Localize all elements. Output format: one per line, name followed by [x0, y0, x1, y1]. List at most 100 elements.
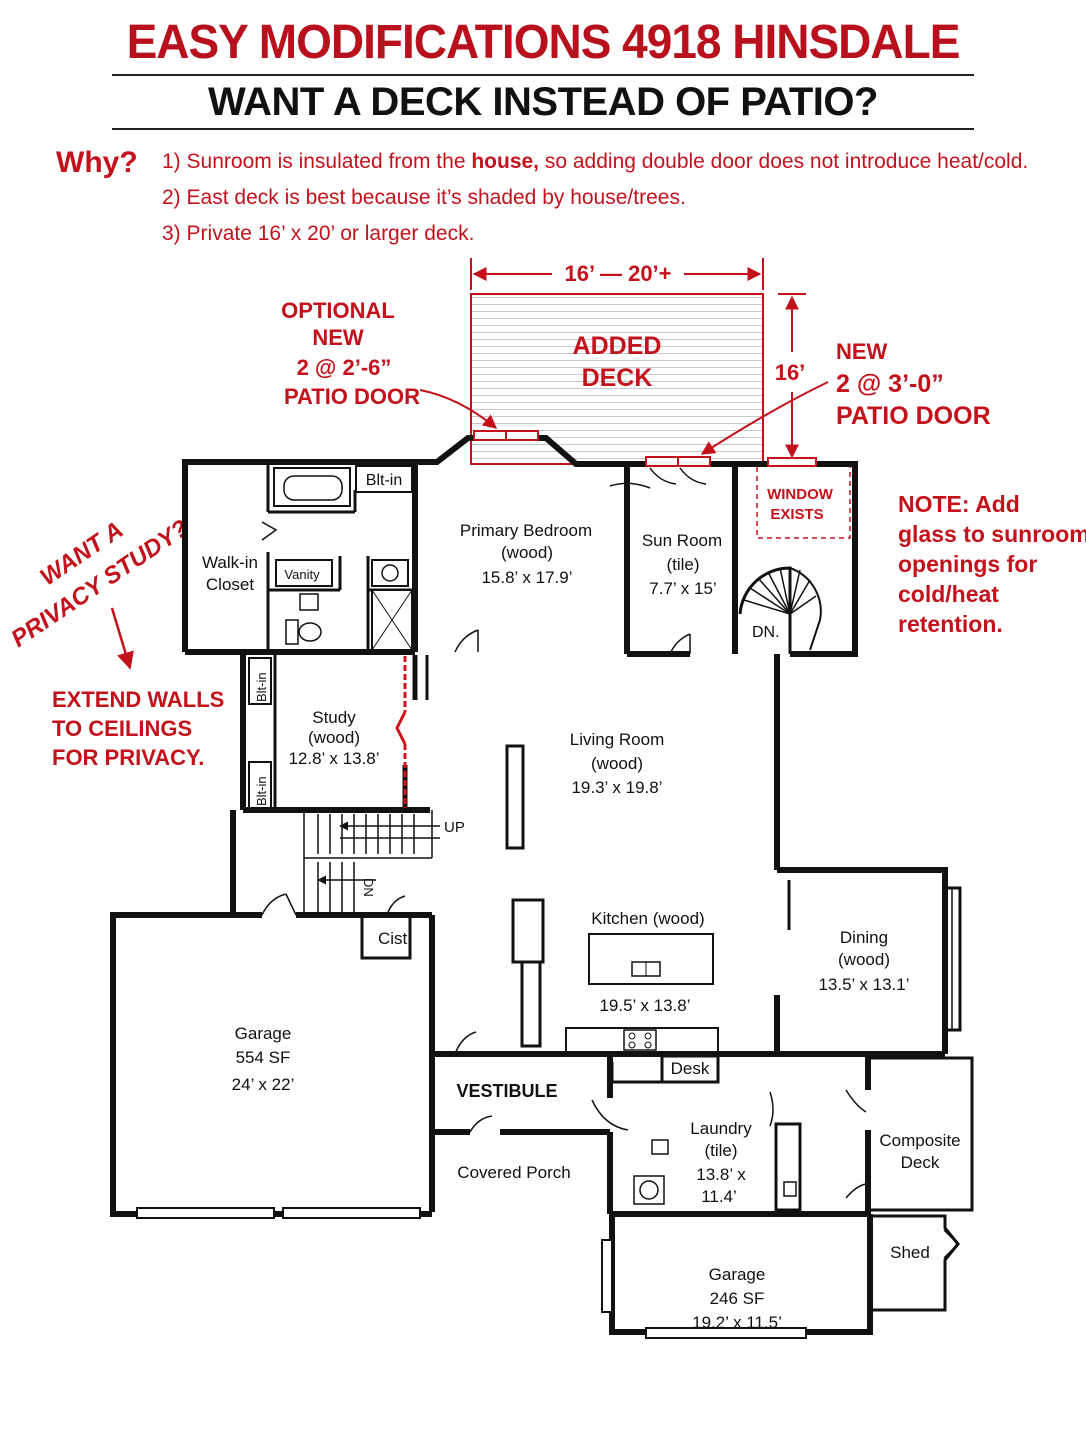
- composite-deck-line-1: Composite: [879, 1131, 960, 1150]
- deck-width-dimension: 16’ — 20’+: [470, 258, 764, 290]
- window-exists-callout: WINDOW EXISTS: [756, 465, 851, 539]
- reason-2: 2) East deck is best because it’s shaded…: [162, 186, 686, 210]
- reason-1-text-end: so adding double door does not introduce…: [539, 150, 1029, 173]
- desk-label: Desk: [671, 1059, 710, 1078]
- extend-line-2: TO CEILINGS: [52, 716, 192, 741]
- note-line-1: NOTE: Add: [898, 491, 1020, 517]
- walk-in-closet-line-1: Walk-in: [202, 553, 258, 572]
- sun-room-size: 7.7’ x 15’: [649, 579, 716, 598]
- note-line-3: openings for: [898, 551, 1037, 577]
- new-door-callout: NEW 2 @ 3’-0” PATIO DOOR: [836, 339, 991, 430]
- laundry-size-2: 11.4’: [701, 1187, 737, 1206]
- deck-label-2: DECK: [582, 364, 653, 392]
- dining-floor: (wood): [838, 950, 890, 969]
- kitchen-size: 19.5’ x 13.8’: [599, 996, 690, 1015]
- spiral-stair: DN.: [738, 566, 822, 654]
- deck-depth-label: 16’: [775, 360, 806, 385]
- sun-room-name: Sun Room: [642, 531, 722, 550]
- kitchen-fixtures: [565, 933, 719, 1053]
- door-swings: [261, 482, 960, 1259]
- extend-line-1: EXTEND WALLS: [52, 687, 224, 712]
- reason-3: 3) Private 16’ x 20’ or larger deck.: [162, 222, 474, 246]
- study-size: 12.8’ x 13.8’: [288, 749, 379, 768]
- window-exists-line-2: EXISTS: [770, 506, 823, 523]
- extend-walls-callout: EXTEND WALLS TO CEILINGS FOR PRIVACY.: [52, 687, 224, 770]
- closet-label: Cist.: [378, 929, 412, 948]
- study-builtin-1-label: Blt-in: [254, 672, 269, 702]
- reason-3-number: 3): [162, 222, 181, 245]
- main-garage-size: 24’ x 22’: [232, 1075, 295, 1094]
- living-room-name: Living Room: [570, 730, 665, 749]
- study-builtins: Blt-in Blt-in: [248, 657, 272, 809]
- optional-door-line-3: 2 @ 2’-6”: [297, 355, 392, 380]
- window-exists-line-1: WINDOW: [767, 486, 834, 503]
- note-line-5: retention.: [898, 611, 1003, 637]
- dining-name: Dining: [840, 928, 888, 947]
- walk-in-closet-line-2: Closet: [206, 575, 254, 594]
- privacy-arrow: [110, 607, 134, 670]
- optional-door-line-4: PATIO DOOR: [284, 384, 420, 409]
- primary-bedroom-floor: (wood): [501, 543, 553, 562]
- new-door-line-1: NEW: [836, 339, 888, 364]
- reason-1: 1) Sunroom is insulated from the house, …: [162, 150, 1028, 174]
- main-garage-name: Garage: [235, 1024, 292, 1043]
- study-floor: (wood): [308, 728, 360, 747]
- small-garage-name: Garage: [709, 1265, 766, 1284]
- small-garage-area: 246 SF: [710, 1289, 765, 1308]
- shed-label: Shed: [890, 1243, 930, 1262]
- privacy-study-callout: WANT A PRIVACY STUDY?: [6, 514, 193, 652]
- study-builtin-2-label: Blt-in: [254, 776, 269, 806]
- study-name: Study: [312, 708, 356, 727]
- new-door-line-2: 2 @ 3’-0”: [836, 370, 944, 398]
- optional-door-line-2: NEW: [312, 325, 364, 350]
- stairs-up-label: UP: [444, 819, 465, 836]
- patio-doors: [473, 430, 817, 467]
- kitchen-name: Kitchen (wood): [591, 909, 704, 928]
- living-room-size: 19.3’ x 19.8’: [571, 778, 662, 797]
- reason-1-text: Sunroom is insulated from the: [186, 150, 472, 173]
- room-labels: Primary Bedroom (wood) 15.8’ x 17.9’ Sun…: [202, 521, 961, 1332]
- note-line-2: glass to sunroom: [898, 521, 1086, 547]
- laundry-size-1: 13.8’ x: [696, 1165, 746, 1184]
- garage-doors: [136, 1207, 807, 1339]
- title-divider-bottom: [112, 128, 974, 130]
- optional-door-arrow: [419, 389, 498, 429]
- reason-1-bold: house,: [471, 150, 540, 173]
- laundry-floor: (tile): [704, 1141, 737, 1160]
- stair-dn-label: DN.: [752, 624, 780, 641]
- deck-label-1: ADDED: [573, 332, 662, 360]
- title-divider-top: [112, 74, 974, 76]
- bath-builtin-label: Blt-in: [366, 472, 402, 489]
- page-subtitle: WANT A DECK INSTEAD OF PATIO?: [208, 80, 878, 124]
- laundry-fixtures: [633, 1139, 797, 1205]
- note-line-4: cold/heat: [898, 581, 999, 607]
- dining-size: 13.5’ x 13.1’: [818, 975, 909, 994]
- study-privacy-wall: [395, 656, 407, 808]
- reason-2-text: East deck is best because it’s shaded by…: [186, 186, 686, 209]
- main-stairs: UP DN: [303, 810, 465, 912]
- laundry-name: Laundry: [690, 1119, 752, 1138]
- living-room-floor: (wood): [591, 754, 643, 773]
- deck-depth-dimension: 16’: [775, 293, 806, 461]
- main-garage-area: 554 SF: [236, 1048, 291, 1067]
- sun-room-floor: (tile): [666, 555, 699, 574]
- new-door-arrow: [700, 381, 829, 455]
- composite-deck-line-2: Deck: [901, 1153, 940, 1172]
- optional-door-line-1: OPTIONAL: [281, 298, 395, 323]
- small-garage-size: 19.2’ x 11.5’: [692, 1313, 782, 1332]
- reason-1-number: 1): [162, 150, 181, 173]
- primary-bedroom-size: 15.8’ x 17.9’: [481, 568, 572, 587]
- vanity-label: Vanity: [284, 567, 320, 582]
- stairs-dn-label: DN: [361, 878, 376, 897]
- deck-width-label: 16’ — 20’+: [564, 261, 671, 286]
- page-title: EASY MODIFICATIONS 4918 HINSDALE: [126, 13, 961, 69]
- covered-porch-label: Covered Porch: [457, 1163, 570, 1182]
- why-label: Why?: [56, 146, 138, 179]
- sunroom-note: NOTE: Add glass to sunroom openings for …: [898, 491, 1086, 637]
- reason-2-number: 2): [162, 186, 181, 209]
- vestibule-label: VESTIBULE: [456, 1081, 557, 1101]
- primary-bedroom-name: Primary Bedroom: [460, 521, 592, 540]
- sunroom-door-swings: [649, 467, 707, 485]
